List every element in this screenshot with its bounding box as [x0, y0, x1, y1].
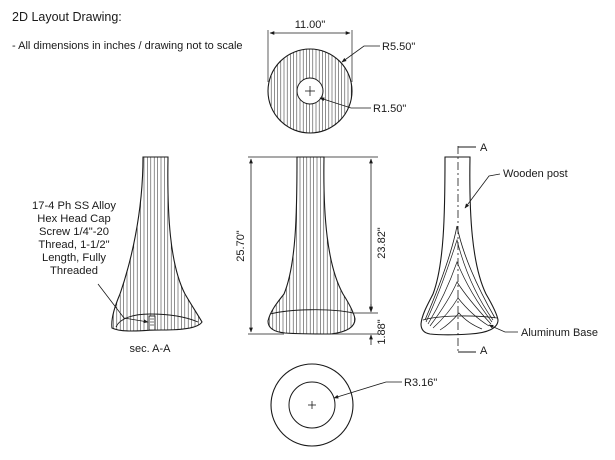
- bottom-radius-label: R3.16": [404, 377, 437, 389]
- front-view-hatching: [269, 157, 355, 334]
- fastener-callout-line-3: Screw 1/4"-20: [39, 226, 109, 239]
- top-view-outer-circle: [267, 48, 353, 134]
- upper-height-label: 23.82": [376, 227, 388, 259]
- wooden-post-label: Wooden post: [503, 168, 568, 180]
- front-view-base-line: [269, 309, 354, 315]
- drawing-title: 2D Layout Drawing:: [12, 10, 122, 24]
- section-view-screw: [148, 315, 156, 331]
- section-view-outline: [111, 156, 203, 332]
- bottom-view-outer-circle: [270, 363, 354, 447]
- section-mark-top: A: [480, 142, 488, 154]
- side-view-contour-1: [424, 225, 458, 321]
- section-view: sec. A-A: [97, 156, 203, 355]
- section-label: sec. A-A: [130, 343, 172, 355]
- section-view-base-line: [115, 313, 199, 328]
- side-view-contour-6: [432, 297, 490, 329]
- fastener-callout-line-6: Threaded: [50, 265, 98, 278]
- fastener-callout-line-1: 17-4 Ph SS Alloy: [32, 200, 116, 212]
- section-mark-bottom: A: [480, 345, 488, 357]
- side-view-contour-2: [456, 225, 496, 319]
- side-view: A A Wooden post Aluminum Base: [420, 142, 598, 357]
- overall-height-label: 25.70": [235, 230, 247, 262]
- fastener-callout-line-4: Thread, 1-1/2": [38, 239, 110, 252]
- fastener-callout: 17-4 Ph SS Alloy Hex Head Cap Screw 1/4"…: [16, 200, 132, 279]
- dimension-note: - All dimensions in inches / drawing not…: [12, 40, 243, 52]
- side-view-outline: [420, 156, 499, 336]
- fastener-callout-leader: [97, 283, 149, 324]
- wooden-post-leader: [464, 173, 501, 209]
- bottom-radius-leader: [333, 381, 402, 399]
- front-view-outline: [267, 156, 356, 335]
- fastener-callout-line-2: Hex Head Cap: [37, 213, 111, 226]
- side-view-contour-5: [429, 281, 492, 327]
- aluminum-base-label: Aluminum Base: [521, 327, 598, 339]
- side-view-contour-3: [425, 238, 494, 323]
- front-view: 25.70" 23.82" 1.88": [235, 156, 388, 345]
- outer-radius-leader: [341, 45, 380, 63]
- top-view-width-dimension: 11.00": [295, 19, 326, 31]
- base-height-label: 1.88": [376, 319, 388, 344]
- outer-radius-label: R5.50": [382, 41, 415, 53]
- section-view-hatching: [113, 157, 202, 331]
- aluminum-base-leader: [488, 324, 518, 333]
- inner-radius-leader: [319, 97, 371, 109]
- side-view-contour-4: [427, 261, 493, 325]
- bottom-view: R3.16": [270, 363, 437, 447]
- inner-radius-label: R1.50": [373, 103, 406, 115]
- fastener-callout-line-5: Length, Fully: [41, 252, 107, 265]
- bottom-view-inner-circle: [288, 381, 336, 429]
- top-view: 11.00" R5.50" R1.50": [267, 19, 415, 134]
- side-view-contour-7: [439, 312, 483, 331]
- side-view-base-line: [422, 315, 498, 321]
